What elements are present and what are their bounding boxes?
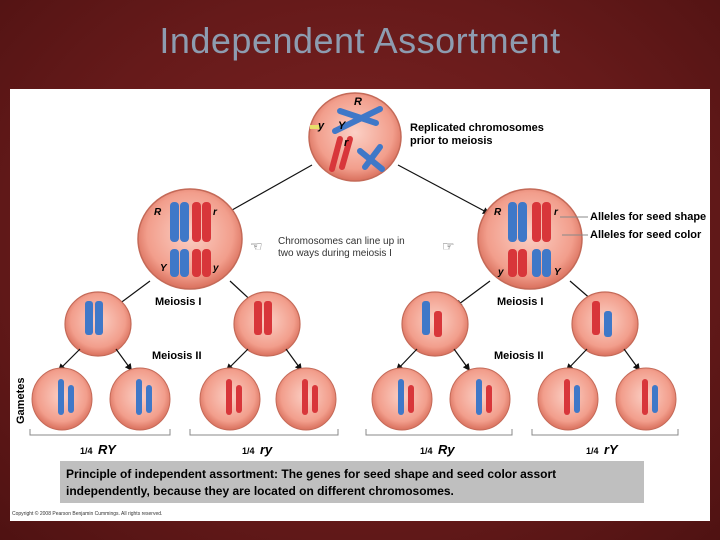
gamete-cell-2 bbox=[109, 367, 171, 431]
arrow-g5 bbox=[395, 348, 418, 372]
principle-text: The genes for seed shape and seed color … bbox=[278, 467, 556, 481]
arrow-top-left bbox=[224, 164, 313, 215]
mr-allele-R: R bbox=[494, 207, 502, 218]
ml-allele-Y: Y bbox=[160, 263, 168, 274]
gamete-cell-3 bbox=[199, 367, 261, 431]
meiosis1-label-right: Meiosis I bbox=[497, 296, 543, 308]
fraction-3: 1/4 bbox=[420, 446, 433, 456]
gamete-type-rY: rY bbox=[604, 442, 619, 457]
fraction-4: 1/4 bbox=[586, 446, 599, 456]
ml-allele-y: y bbox=[212, 263, 219, 274]
center-note-line1: Chromosomes can line up in bbox=[278, 236, 405, 247]
legend-color: Alleles for seed color bbox=[590, 229, 702, 241]
meiosis2-label-left: Meiosis II bbox=[152, 350, 202, 362]
arrow-g4 bbox=[285, 348, 303, 372]
cell-m1-4 bbox=[571, 291, 639, 357]
mr-allele-y: y bbox=[497, 267, 504, 278]
top-allele-y: y bbox=[317, 120, 325, 132]
arrow-g1 bbox=[57, 348, 81, 372]
gamete-cell-8 bbox=[615, 367, 677, 431]
slide-title: Independent Assortment bbox=[159, 20, 561, 61]
cell-m1-2 bbox=[233, 291, 301, 357]
arrow-g3 bbox=[225, 348, 249, 372]
cell-metaphase-right bbox=[477, 188, 583, 290]
bracket-RY bbox=[29, 429, 171, 436]
independent-assortment-diagram: R y Y r Replicated chromosomes prior to … bbox=[12, 92, 706, 517]
diagram-figure: R y Y r Replicated chromosomes prior to … bbox=[10, 89, 710, 521]
principle-bold: Principle of independent assortment: bbox=[66, 467, 278, 481]
arrow-top-right bbox=[397, 164, 491, 215]
center-note-line2: two ways during meiosis I bbox=[278, 248, 392, 259]
principle-line1: Principle of independent assortment: The… bbox=[66, 467, 556, 481]
arrow-mr-a bbox=[454, 280, 491, 308]
cell-top bbox=[308, 92, 402, 182]
gamete-cell-6 bbox=[449, 367, 511, 431]
gamete-cell-4 bbox=[275, 367, 337, 431]
principle-box bbox=[60, 461, 644, 503]
arrow-g7 bbox=[565, 348, 588, 372]
bracket-ry bbox=[189, 429, 339, 436]
top-cell-label-line2: prior to meiosis bbox=[410, 135, 493, 147]
meiosis2-label-right: Meiosis II bbox=[494, 350, 544, 362]
gamete-cell-1 bbox=[31, 367, 93, 431]
copyright-text: Copyright © 2008 Pearson Benjamin Cummin… bbox=[12, 510, 162, 517]
bracket-rY bbox=[531, 429, 679, 436]
gamete-cell-5 bbox=[371, 367, 433, 431]
gametes-label: Gametes bbox=[15, 378, 27, 424]
top-allele-Y: Y bbox=[338, 120, 347, 132]
arrow-g2 bbox=[115, 348, 133, 372]
gamete-cell-7 bbox=[537, 367, 599, 431]
meiosis1-label-left: Meiosis I bbox=[155, 296, 201, 308]
gamete-type-RY: RY bbox=[98, 442, 117, 457]
cell-m1-1 bbox=[64, 291, 132, 357]
fraction-2: 1/4 bbox=[242, 446, 255, 456]
gamete-type-ry: ry bbox=[260, 442, 273, 457]
arrow-g6 bbox=[453, 348, 471, 372]
fraction-1: 1/4 bbox=[80, 446, 93, 456]
pointing-hand-left-icon: ☜ bbox=[250, 238, 263, 254]
principle-line2: independently, because they are located … bbox=[66, 484, 454, 498]
top-allele-r: r bbox=[344, 137, 349, 149]
mr-allele-Y: Y bbox=[554, 267, 562, 278]
cell-metaphase-left bbox=[137, 188, 243, 290]
cell-m1-3 bbox=[401, 291, 469, 357]
pointing-hand-right-icon: ☞ bbox=[442, 238, 455, 254]
ml-allele-r: r bbox=[213, 207, 218, 218]
top-cell-label-line1: Replicated chromosomes bbox=[410, 122, 544, 134]
bracket-Ry bbox=[365, 429, 513, 436]
top-allele-R: R bbox=[354, 96, 362, 108]
gamete-type-Ry: Ry bbox=[438, 442, 455, 457]
ml-allele-R: R bbox=[154, 207, 162, 218]
legend-shape: Alleles for seed shape bbox=[590, 211, 706, 223]
arrow-g8 bbox=[623, 348, 641, 372]
mr-allele-r: r bbox=[554, 207, 559, 218]
